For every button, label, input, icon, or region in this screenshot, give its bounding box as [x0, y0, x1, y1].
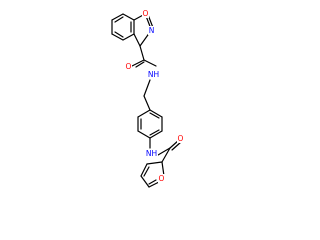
atom-o-furan: O: [158, 174, 165, 183]
bond: [137, 130, 151, 139]
bond: [149, 130, 163, 139]
atom-label: NH: [148, 70, 159, 79]
bond: [111, 33, 124, 41]
bond: [161, 161, 165, 177]
bond-double: [143, 166, 150, 177]
atom-label: O: [159, 174, 165, 183]
bond: [143, 95, 151, 111]
bond: [137, 109, 151, 118]
bond: [143, 79, 151, 97]
bond: [133, 33, 141, 47]
bonds: [111, 13, 182, 188]
atom-label: NH: [146, 149, 157, 158]
bond-double: [148, 179, 157, 185]
atom-o-amide-1: O: [125, 62, 132, 71]
bond: [111, 13, 124, 21]
atom-label: O: [126, 62, 132, 71]
bond: [157, 147, 171, 156]
bond: [171, 141, 182, 151]
bond: [140, 175, 150, 188]
bond-double: [114, 31, 124, 38]
bond: [146, 161, 163, 165]
bond: [161, 147, 171, 163]
bond: [122, 33, 135, 41]
atom-nh-amide-2: NH: [145, 149, 158, 158]
atom-label: O: [178, 134, 184, 143]
bond: [140, 163, 148, 177]
atom-labels: O N O NH NH O O: [125, 9, 184, 183]
bond: [122, 13, 135, 21]
bond: [149, 109, 163, 118]
bond: [148, 181, 160, 188]
atom-n-isoxazole: N: [148, 26, 155, 35]
bond: [143, 59, 157, 67]
molecule-structure: O N O NH NH O O: [111, 9, 184, 188]
bond: [139, 45, 145, 61]
bond: [135, 61, 145, 68]
atom-nh-amide-1: NH: [147, 70, 160, 79]
atom-label: N: [149, 26, 155, 35]
bond-double: [114, 16, 124, 23]
atom-o-isoxazole: O: [142, 9, 149, 18]
bond: [131, 59, 145, 67]
bond-double: [149, 112, 160, 119]
atom-o-amide-2: O: [177, 134, 184, 143]
bond-double: [149, 129, 160, 136]
atom-label: O: [143, 9, 149, 18]
